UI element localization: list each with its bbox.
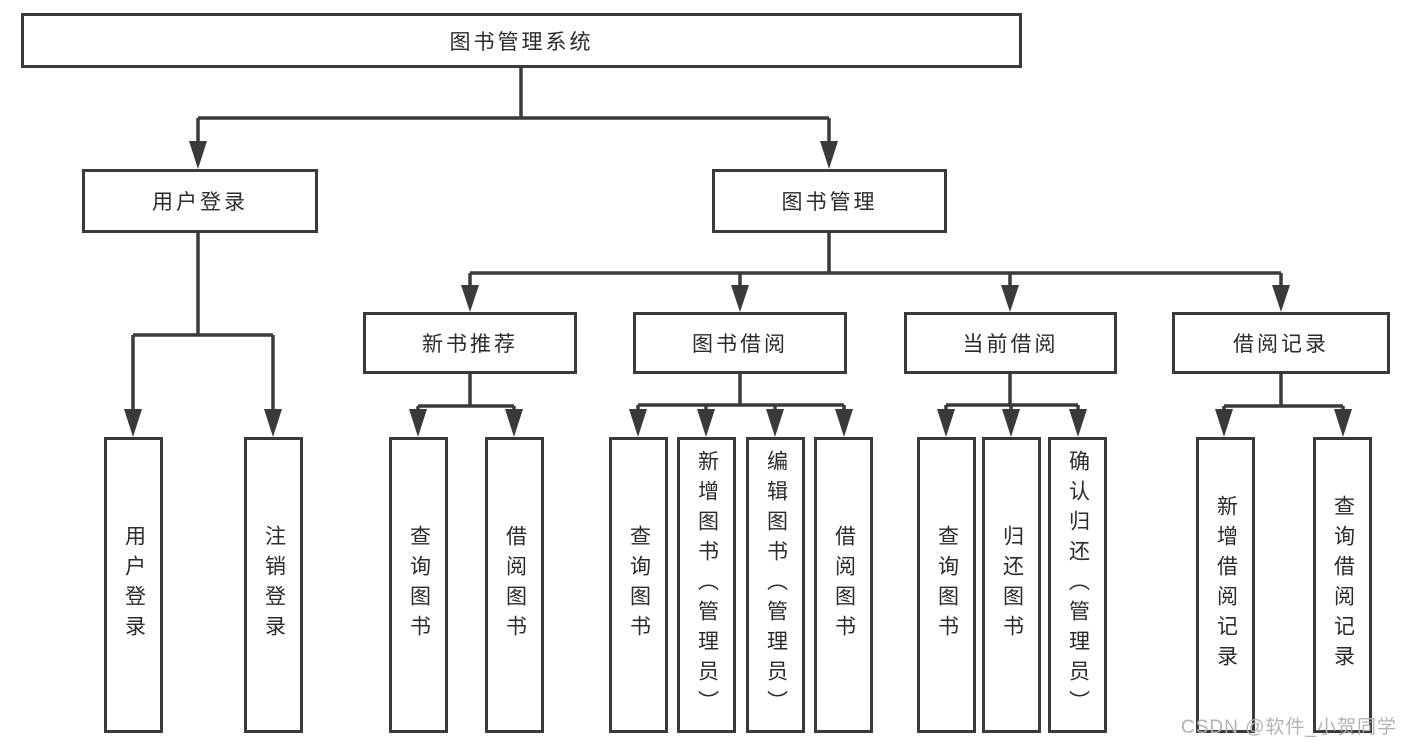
arrow-down-icon [1215,409,1233,437]
node-current-borrow: 当前借阅 [904,312,1117,374]
arrow-down-icon [835,409,853,437]
csdn-watermark: CSDN @软件_小贺同学 [1181,717,1397,738]
leaf-borrow-query-books: 查询图书 [609,437,668,733]
arrow-down-icon [124,409,142,437]
leaf-records-add-record: 新增借阅记录 [1196,437,1255,733]
arrow-down-icon [1069,409,1087,437]
leaf-current-query-books: 查询图书 [917,437,976,733]
leaf-records-query-record: 查询借阅记录 [1313,437,1372,733]
node-book-borrow: 图书借阅 [633,312,847,374]
arrow-down-icon [1272,285,1290,312]
arrow-down-icon [697,409,715,437]
arrow-down-icon [505,409,523,437]
arrow-down-icon [820,141,838,169]
arrow-down-icon [189,141,207,169]
leaf-logout: 注销登录 [244,437,303,733]
leaf-newbook-query-books: 查询图书 [389,437,448,733]
arrow-down-icon [461,285,479,312]
leaf-user-login: 用户登录 [104,437,163,733]
leaf-borrow-add-books-admin: 新增图书（管理员） [677,437,736,733]
node-new-book-recommend: 新书推荐 [363,312,577,374]
leaf-current-return-books: 归还图书 [982,437,1041,733]
leaf-borrow-edit-books-admin: 编辑图书（管理员） [746,437,805,733]
leaf-current-confirm-return-admin: 确认归还（管理员） [1048,437,1107,733]
arrow-down-icon [731,285,749,312]
arrow-down-icon [1002,409,1020,437]
leaf-newbook-borrow-books: 借阅图书 [485,437,544,733]
arrow-down-icon [629,409,647,437]
arrow-down-icon [409,409,427,437]
node-borrow-records: 借阅记录 [1172,312,1390,374]
node-book-management: 图书管理 [712,169,947,233]
arrow-down-icon [1001,285,1019,312]
leaf-borrow-borrow-books: 借阅图书 [814,437,873,733]
arrow-down-icon [264,409,282,437]
arrow-down-icon [766,409,784,437]
node-user-login: 用户登录 [82,169,318,233]
node-root: 图书管理系统 [21,13,1022,68]
arrow-down-icon [937,409,955,437]
arrow-down-icon [1334,409,1352,437]
